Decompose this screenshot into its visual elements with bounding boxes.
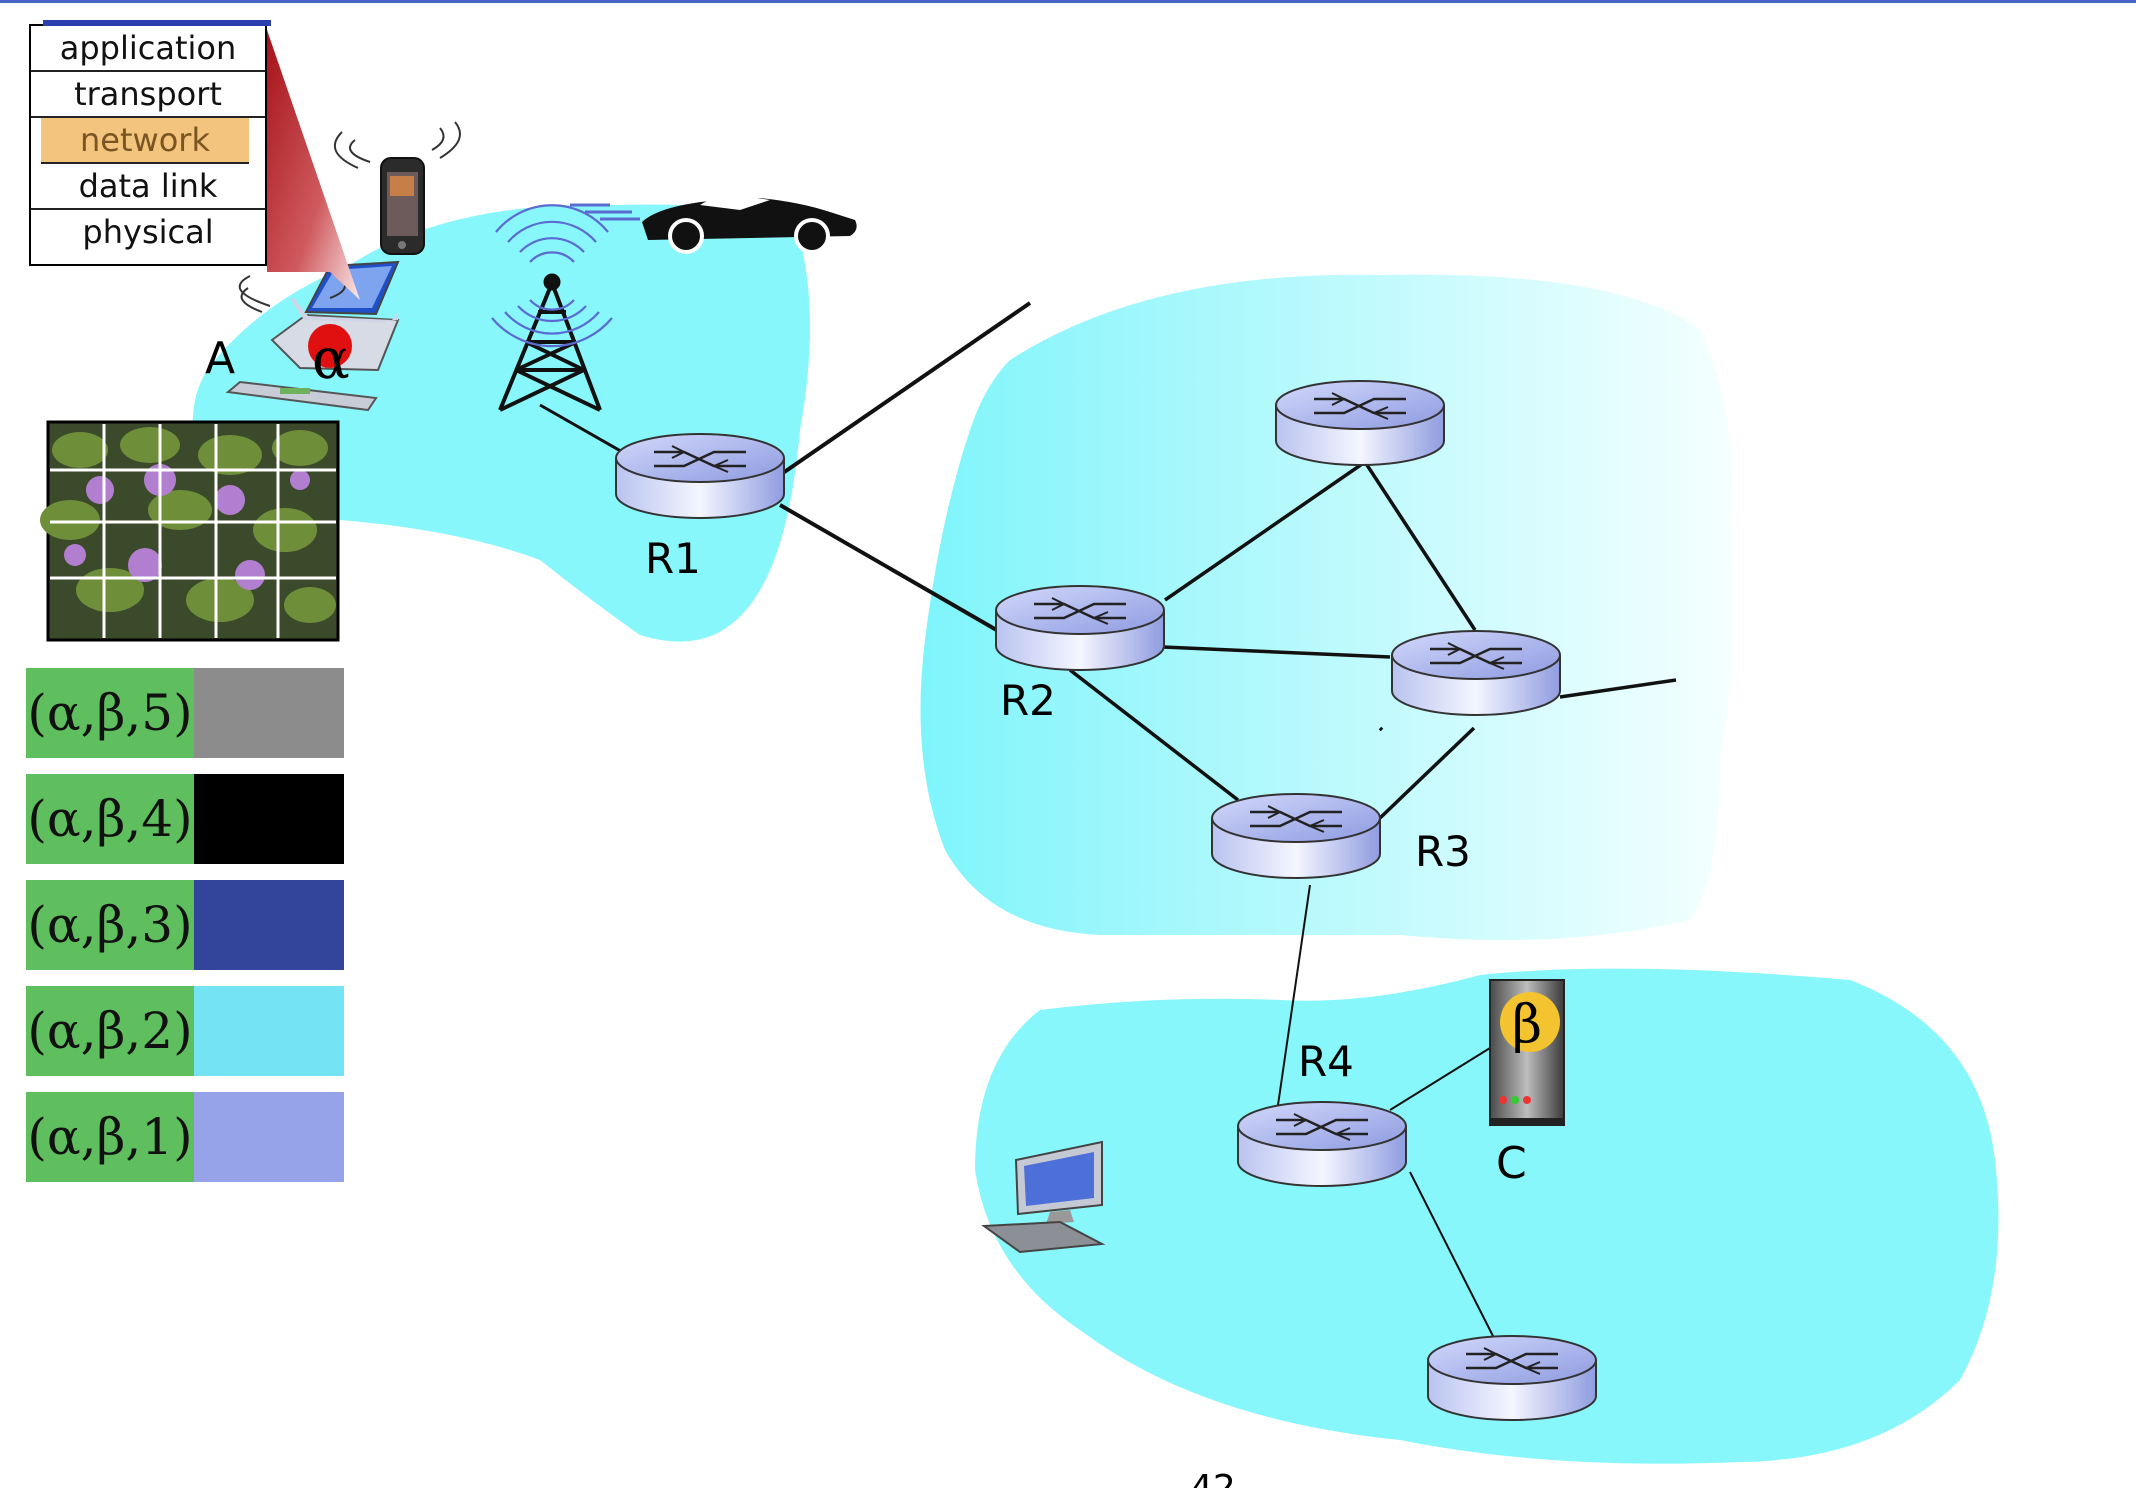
link-r4-server [1389,1047,1491,1111]
router-label-r3: R3 [1415,827,1471,876]
packet-1-swatch [194,1092,344,1182]
router-r4[interactable] [1236,1100,1408,1188]
router-top[interactable] [1274,379,1446,467]
link-r2-right [1162,645,1391,659]
packet-5-swatch [194,668,344,758]
layer-data-link: data link [31,164,265,210]
packet-3: (α,β,3) [26,880,344,970]
router-bottom[interactable] [1426,1334,1598,1422]
host-a-label: A [205,333,235,384]
layer-application: application [31,26,265,72]
router-right[interactable] [1390,629,1562,717]
router-label-r2: R2 [1000,676,1056,725]
smartphone-icon [333,121,461,255]
server-c-label: C [1496,1138,1527,1189]
destination-network [975,968,1999,1464]
red-datagram-dot [308,324,352,368]
packet-4-swatch [194,774,344,864]
car-icon [570,195,857,254]
link-right-r3 [1378,726,1476,820]
packet-3-swatch [194,880,344,970]
layer-physical: physical [82,213,214,251]
stack-pointer-wedge [267,30,360,300]
protocol-stack: application transport network data link … [29,20,271,266]
packet-list: (α,β,5) (α,β,4) (α,β,3) (α,β,2) (α,β,1) [26,668,344,1198]
network-links [539,301,1677,1341]
packet-2-label: (α,β,2) [26,986,194,1076]
link-r3-r4 [1277,884,1311,1106]
router-r1[interactable] [614,432,786,520]
packet-5: (α,β,5) [26,668,344,758]
router-r3[interactable] [1210,792,1382,880]
router-label-r4: R4 [1298,1037,1354,1086]
link-top-right [1363,461,1477,631]
stack-top-bar [43,20,271,26]
top-border-line [0,0,2136,3]
source-alpha-symbol: α [312,327,350,392]
packet-3-label: (α,β,3) [26,880,194,970]
router-r2[interactable] [994,584,1166,672]
packet-2: (α,β,2) [26,986,344,1076]
dest-beta-symbol: β [1512,995,1542,1055]
packet-1: (α,β,1) [26,1092,344,1182]
link-right-offpage [1559,678,1677,699]
flower-photo-image [40,420,340,642]
packet-1-label: (α,β,1) [26,1092,194,1182]
packet-5-label: (α,β,5) [26,668,194,758]
link-r4-bottom [1409,1171,1496,1341]
packet-2-swatch [194,986,344,1076]
layer-transport: transport [31,72,265,118]
packet-4: (α,β,4) [26,774,344,864]
link-r1-offpage [778,301,1032,477]
link-r2-top [1164,460,1366,602]
core-network [920,274,1734,941]
link-r1-r2 [779,503,1001,634]
yellow-destination-dot [1500,992,1560,1052]
packet-4-label: (α,β,4) [26,774,194,864]
page-number: 42 [1190,1468,1236,1488]
cell-tower-icon [491,204,613,412]
router-label-r1: R1 [645,534,701,583]
layer-network: network [41,118,249,164]
desktop-computer-icon [981,1140,1106,1254]
link-r2-r3 [1068,668,1240,802]
